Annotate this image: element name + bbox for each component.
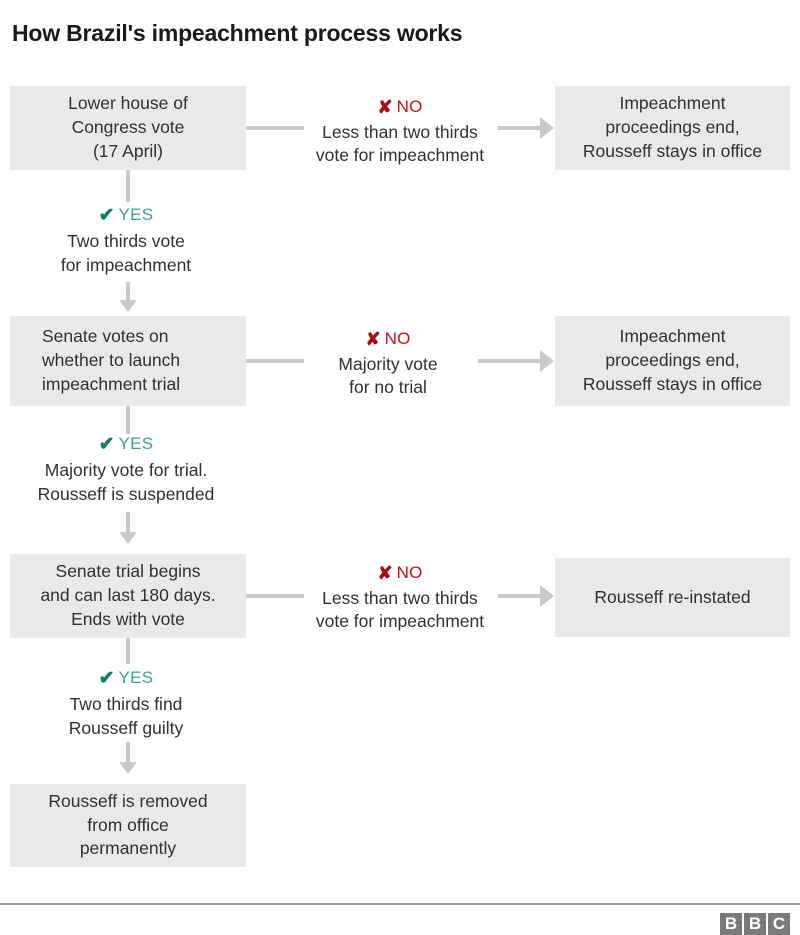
branch-description: Two thirds vote for impeachment — [60, 230, 192, 275]
node-proceedings-end-1: Impeachment proceedings end, Rousseff st… — [555, 86, 790, 170]
branch-word-yes: YES — [118, 668, 154, 687]
connector-step2-no-line — [246, 359, 304, 363]
branch-label-no-3: ✘NO Less than two thirds vote for impeac… — [298, 563, 502, 634]
bbc-logo-letter-1: B — [720, 913, 742, 935]
connector-step2-yes-arrowhead — [119, 532, 137, 544]
node-label: Rousseff is removed from office permanen… — [48, 790, 208, 859]
node-label: Impeachment proceedings end, Rousseff st… — [582, 93, 763, 161]
branch-word-no: NO — [396, 563, 423, 582]
connector-step1-yes-line-lower — [126, 282, 130, 306]
bbc-logo-letter-2: B — [744, 913, 766, 935]
connector-step3-no-line2 — [498, 594, 540, 598]
node-label: Lower house of Congress vote (17 April) — [68, 93, 188, 161]
node-lower-house-vote: Lower house of Congress vote (17 April) — [10, 86, 246, 170]
node-label: Senate votes on whether to launch impeac… — [42, 326, 181, 394]
footer-divider — [0, 903, 800, 905]
node-senate-trial: Senate trial begins and can last 180 day… — [10, 554, 246, 638]
connector-step1-no-line — [246, 126, 304, 130]
branch-word-no: NO — [396, 97, 423, 116]
node-rousseff-reinstated: Rousseff re-instated — [555, 558, 790, 637]
check-icon: ✔ — [98, 205, 115, 226]
connector-step1-yes-line-upper — [126, 170, 130, 202]
connector-step2-no-line2 — [478, 359, 540, 363]
branch-word-yes: YES — [118, 434, 154, 453]
connector-step3-yes-line-upper — [126, 638, 130, 664]
node-label: Rousseff re-instated — [594, 586, 751, 607]
node-label: Impeachment proceedings end, Rousseff st… — [582, 326, 763, 394]
page-title: How Brazil's impeachment process works — [12, 20, 463, 46]
bbc-logo: B B C — [720, 913, 790, 935]
cross-icon: ✘ — [377, 563, 393, 583]
connector-step3-no-arrowhead — [540, 585, 554, 607]
branch-label-yes-2: ✔YES Majority vote for trial. Rousseff i… — [14, 434, 238, 506]
branch-description: Majority vote for trial. Rousseff is sus… — [37, 459, 215, 504]
branch-label-yes-1: ✔YES Two thirds vote for impeachment — [24, 205, 228, 277]
branch-word-yes: YES — [118, 205, 154, 224]
check-icon: ✔ — [98, 434, 115, 455]
branch-label-no-1: ✘NO Less than two thirds vote for impeac… — [298, 97, 502, 168]
connector-step2-yes-line-lower — [126, 512, 130, 538]
branch-description: Two thirds find Rousseff guilty — [68, 693, 184, 738]
connector-step1-no-line2 — [498, 126, 540, 130]
branch-label-no-2: ✘NO Majority vote for no trial — [298, 329, 478, 400]
connector-step3-yes-arrowhead — [119, 762, 137, 774]
branch-description: Less than two thirds vote for impeachmen… — [315, 121, 485, 166]
cross-icon: ✘ — [377, 97, 393, 117]
connector-step2-no-arrowhead — [540, 350, 554, 372]
connector-step1-no-arrowhead — [540, 117, 554, 139]
node-label: Senate trial begins and can last 180 day… — [40, 561, 216, 629]
node-rousseff-removed: Rousseff is removed from office permanen… — [10, 784, 246, 867]
node-senate-vote-trial: Senate votes on whether to launch impeac… — [10, 316, 246, 406]
branch-word-no: NO — [384, 329, 411, 348]
bbc-logo-letter-3: C — [768, 913, 790, 935]
connector-step1-yes-arrowhead — [119, 300, 137, 312]
connector-step2-yes-line-upper — [126, 406, 130, 434]
branch-description: Less than two thirds vote for impeachmen… — [315, 587, 485, 632]
cross-icon: ✘ — [365, 329, 381, 349]
connector-step3-yes-line-lower — [126, 742, 130, 768]
branch-description: Majority vote for no trial — [338, 353, 438, 398]
branch-label-yes-3: ✔YES Two thirds find Rousseff guilty — [24, 668, 228, 740]
connector-step3-no-line — [246, 594, 304, 598]
node-proceedings-end-2: Impeachment proceedings end, Rousseff st… — [555, 316, 790, 406]
check-icon: ✔ — [98, 668, 115, 689]
